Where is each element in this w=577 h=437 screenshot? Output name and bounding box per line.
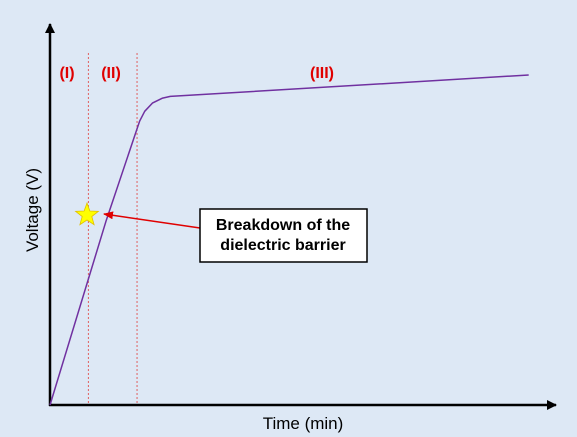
series-line-voltage [49, 74, 529, 406]
region-label-3: (III) [310, 65, 334, 82]
annotation-line-2: dielectric barrier [220, 237, 345, 254]
annotation-line-1: Breakdown of the [216, 217, 350, 234]
breakdown-star-marker [74, 201, 100, 226]
y-axis-title: Voltage (V) [23, 168, 42, 252]
region-label-1: (I) [59, 65, 74, 82]
regions-layer: (I) (II) (III) [59, 53, 334, 405]
annotation-box [199, 208, 368, 263]
x-axis-title: Time (min) [263, 414, 344, 433]
region-label-2: (II) [101, 65, 121, 82]
annotation-arrow [103, 211, 201, 229]
annotation-layer: Breakdown of the dielectric barrier [74, 201, 368, 263]
